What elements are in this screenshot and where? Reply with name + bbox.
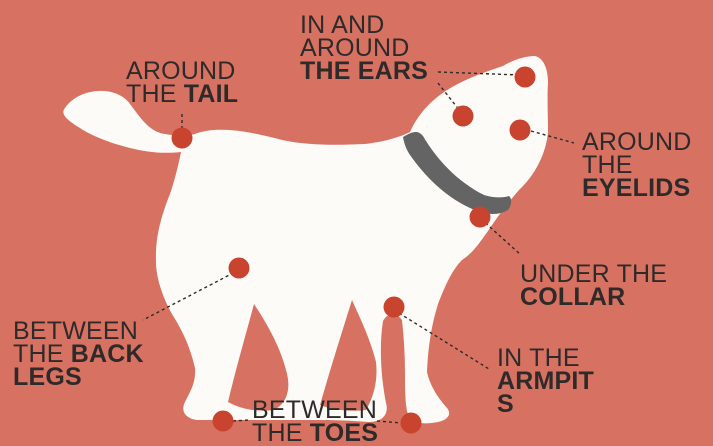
toes-label: BETWEEN THE TOES [252, 399, 378, 445]
collar-marker [470, 207, 491, 228]
toes-left-marker [213, 411, 234, 432]
back-legs-label: BETWEEN THE BACK LEGS [13, 320, 144, 389]
ears-label-line-3: THE EARS [300, 60, 428, 83]
eyelids-label-line-3: EYELIDS [582, 177, 692, 200]
tail-label-line-2: THE TAIL [126, 83, 238, 106]
tail-label-prefix: THE [126, 80, 184, 108]
tail-label: AROUND THE TAIL [126, 60, 238, 106]
armpits-label-line-3: S [497, 393, 594, 416]
back-legs-label-line-3: LEGS [13, 366, 144, 389]
toes-left-leader-line [233, 420, 249, 421]
tail-marker [172, 128, 193, 149]
eyelids-marker [510, 120, 531, 141]
collar-label-line-2: COLLAR [520, 286, 667, 309]
eyelids-label: AROUND THE EYELIDS [582, 131, 692, 200]
toes-label-bold: TOES [310, 419, 378, 446]
back-legs-marker [229, 258, 250, 279]
armpits-label: IN THE ARMPIT S [497, 347, 594, 416]
toes-right-leader-line [377, 421, 402, 423]
tail-label-bold: TAIL [184, 80, 239, 108]
armpits-marker [384, 297, 405, 318]
toes-label-prefix: THE [252, 419, 310, 446]
ear-top-marker [515, 67, 536, 88]
toes-right-marker [401, 413, 422, 434]
toes-label-line-2: THE TOES [252, 422, 378, 445]
collar-label: UNDER THE COLLAR [520, 263, 667, 309]
ear-inner-marker [453, 106, 474, 127]
ears-label: IN AND AROUND THE EARS [300, 14, 428, 83]
